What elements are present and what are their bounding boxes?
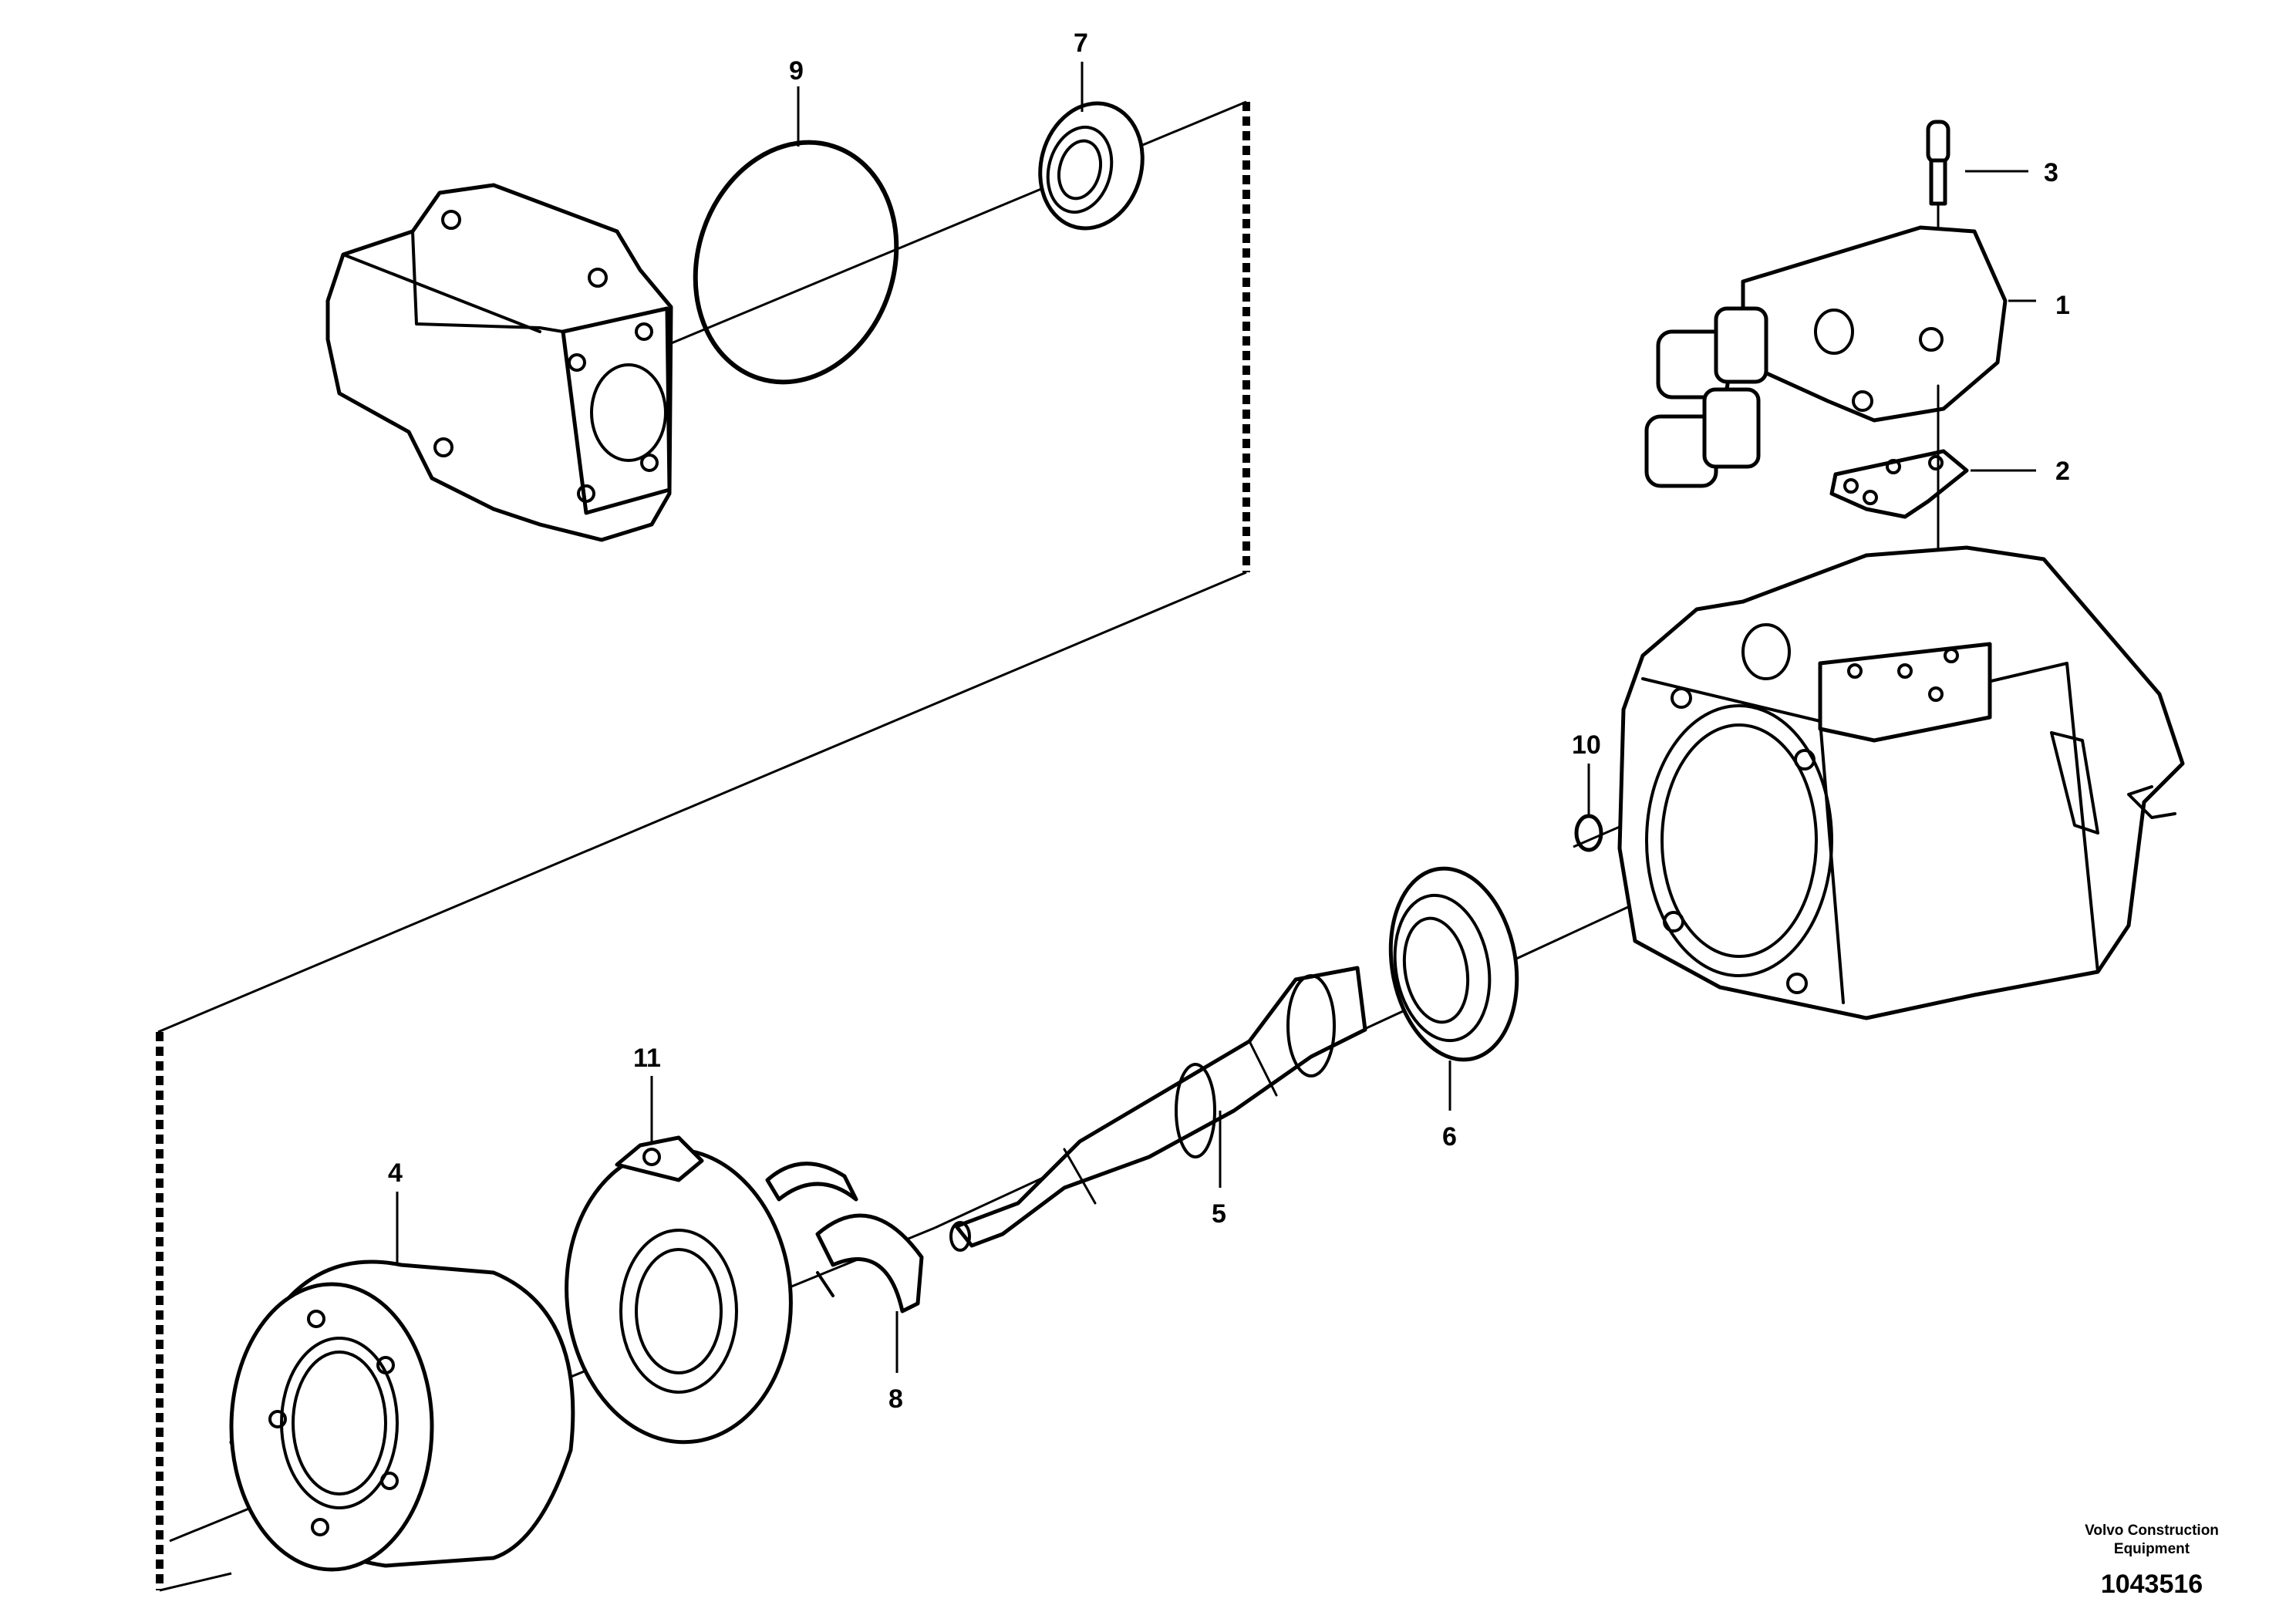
front-cover-housing bbox=[325, 183, 673, 542]
callout-1: 1 bbox=[2055, 291, 2070, 320]
callout-9: 9 bbox=[789, 56, 804, 86]
bearing-small bbox=[1038, 101, 1145, 231]
drive-shaft bbox=[949, 966, 1367, 1252]
callout-8: 8 bbox=[888, 1384, 903, 1414]
callout-2: 2 bbox=[2055, 457, 2070, 486]
swash-washer bbox=[565, 1135, 793, 1445]
bearing-large bbox=[1388, 866, 1519, 1062]
callout-11: 11 bbox=[633, 1044, 661, 1073]
callout-4: 4 bbox=[388, 1158, 403, 1188]
main-pump-housing bbox=[1617, 545, 2185, 1020]
company-name-line2: Equipment bbox=[2114, 1541, 2190, 1557]
callout-6: 6 bbox=[1442, 1122, 1457, 1152]
callout-3: 3 bbox=[2044, 158, 2058, 187]
control-valve bbox=[1644, 225, 2008, 488]
cylinder-block bbox=[229, 1259, 575, 1572]
callout-7: 7 bbox=[1074, 29, 1088, 58]
company-name-line1: Volvo Construction bbox=[2085, 1523, 2219, 1539]
half-rings bbox=[765, 1162, 924, 1313]
callout-10: 10 bbox=[1572, 730, 1601, 760]
reference-number: 1043516 bbox=[2101, 1570, 2203, 1599]
o-ring-large bbox=[693, 140, 899, 385]
callout-leaders bbox=[396, 62, 2036, 1373]
callout-5: 5 bbox=[1212, 1199, 1226, 1229]
o-ring-small bbox=[1574, 814, 1603, 852]
group-boundary bbox=[156, 100, 1250, 1592]
